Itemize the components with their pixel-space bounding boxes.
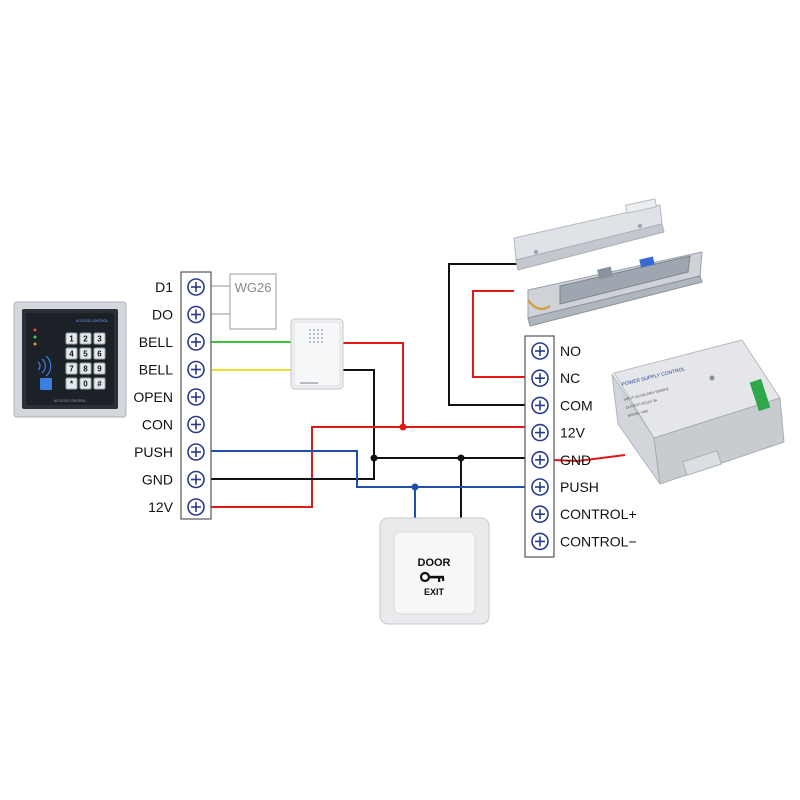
- screw-icon: [187, 498, 205, 516]
- push-bus-wire: [210, 450, 527, 488]
- svg-text:3: 3: [97, 335, 102, 344]
- left-terminal-label: GND: [142, 472, 173, 488]
- right-terminal-label: NC: [560, 370, 580, 386]
- right-terminal-label: GND: [560, 452, 591, 468]
- keypad-key: 3: [93, 332, 106, 345]
- svg-text:7: 7: [69, 365, 74, 374]
- right-terminal-label: CONTROL+: [560, 506, 637, 522]
- svg-text:1: 1: [69, 335, 74, 344]
- led-red: [33, 328, 37, 332]
- junctions: [370, 423, 465, 491]
- right-terminal-label: CONTROL−: [560, 533, 637, 549]
- psu-red-wire: [551, 454, 626, 463]
- keypad-key: 7: [65, 362, 78, 375]
- 12v-bus-wire: [210, 426, 527, 508]
- keypad-key: 5: [79, 347, 92, 360]
- lock-black-wire: [448, 263, 528, 406]
- bell-black-wire: [340, 369, 375, 458]
- keypad-key: 8: [79, 362, 92, 375]
- keypad-header: ACCESS CONTROL: [76, 319, 109, 323]
- svg-text:5: 5: [83, 350, 88, 359]
- screw-icon: [531, 396, 549, 415]
- left-terminal-label: 12V: [148, 499, 174, 515]
- screw-icon: [531, 450, 549, 469]
- bolt-lock: [527, 251, 703, 327]
- screw-icon: [531, 423, 549, 442]
- screw-icon: [531, 505, 549, 524]
- svg-text:2: 2: [83, 335, 88, 344]
- keypad-key: 2: [79, 332, 92, 345]
- svg-text:9: 9: [97, 365, 102, 374]
- screw-icon: [531, 532, 549, 551]
- psu-line-2: OUTPUT: DC12V 3A: [625, 398, 658, 410]
- svg-text:*: *: [70, 380, 74, 389]
- left-terminal-label: OPEN: [133, 389, 173, 405]
- wiegand-label: WG26: [235, 280, 272, 295]
- right-terminal-label: 12V: [560, 425, 586, 441]
- exit-button: DOOR EXIT: [379, 517, 490, 625]
- right-terminal-block: NO NC COM 12V GND PUSH CONTROL+ CONTROL−: [524, 335, 637, 558]
- keypad-key: 6: [93, 347, 106, 360]
- junction-dot: [457, 454, 465, 462]
- screw-icon: [187, 415, 205, 434]
- exit-button-exit-label: EXIT: [424, 587, 445, 597]
- screw-icon: [531, 369, 549, 388]
- screw-icon: [187, 305, 205, 324]
- right-terminal-label: NO: [560, 343, 581, 359]
- screw-icon: [187, 333, 205, 351]
- screw-icon: [187, 470, 205, 489]
- magnetic-lock: [513, 198, 665, 271]
- screw-icon: [187, 278, 205, 296]
- svg-text:0: 0: [83, 380, 88, 389]
- keypad-key: 0: [79, 377, 92, 390]
- svg-text:8: 8: [83, 365, 88, 374]
- keypad-key: 4: [65, 347, 78, 360]
- right-terminal-label: PUSH: [560, 479, 599, 495]
- keypad-key: *: [65, 377, 78, 390]
- junction-dot: [370, 454, 378, 462]
- gnd-bus-wire: [210, 457, 527, 480]
- exit-button-door-label: DOOR: [418, 557, 451, 569]
- junction-dot: [399, 423, 407, 431]
- svg-text:4: 4: [69, 350, 74, 359]
- bell-red-wire: [340, 342, 404, 427]
- screw-icon: [531, 478, 549, 496]
- wires: [210, 263, 626, 528]
- screw-icon: [187, 443, 205, 461]
- svg-text:#: #: [97, 380, 102, 389]
- led-amber: [33, 342, 37, 346]
- wiegand-box: WG26: [210, 273, 277, 330]
- speaker-grille-icon: [309, 329, 323, 343]
- keypad-key: 1: [65, 332, 78, 345]
- left-terminal-label: DO: [152, 307, 173, 323]
- lock-red-wire: [472, 290, 527, 378]
- power-supply: POWER SUPPLY CONTROL INPUT: AC100-240V 5…: [611, 339, 785, 485]
- keypad-key: #: [93, 377, 106, 390]
- left-terminal-label: PUSH: [134, 444, 173, 460]
- left-terminal-label: CON: [142, 417, 173, 433]
- key-icon: [419, 571, 445, 583]
- left-terminal-label: BELL: [139, 334, 173, 350]
- right-terminal-label: COM: [560, 397, 593, 413]
- left-terminal-label: BELL: [139, 362, 173, 378]
- screw-icon: [187, 388, 205, 406]
- junction-dot: [411, 483, 419, 491]
- screw-icon: [531, 342, 549, 360]
- rfid-icon: [37, 355, 52, 377]
- svg-text:6: 6: [97, 350, 102, 359]
- left-terminal-label: D1: [155, 279, 173, 295]
- card-icon: [40, 378, 52, 390]
- keypad-key: 9: [93, 362, 106, 375]
- door-bell: [290, 318, 344, 390]
- screw-icon: [187, 360, 205, 379]
- psu-line-3: MODEL: K80: [627, 409, 648, 418]
- led-green: [33, 335, 37, 339]
- keypad-footer: ACCESS CONTROL: [54, 399, 87, 403]
